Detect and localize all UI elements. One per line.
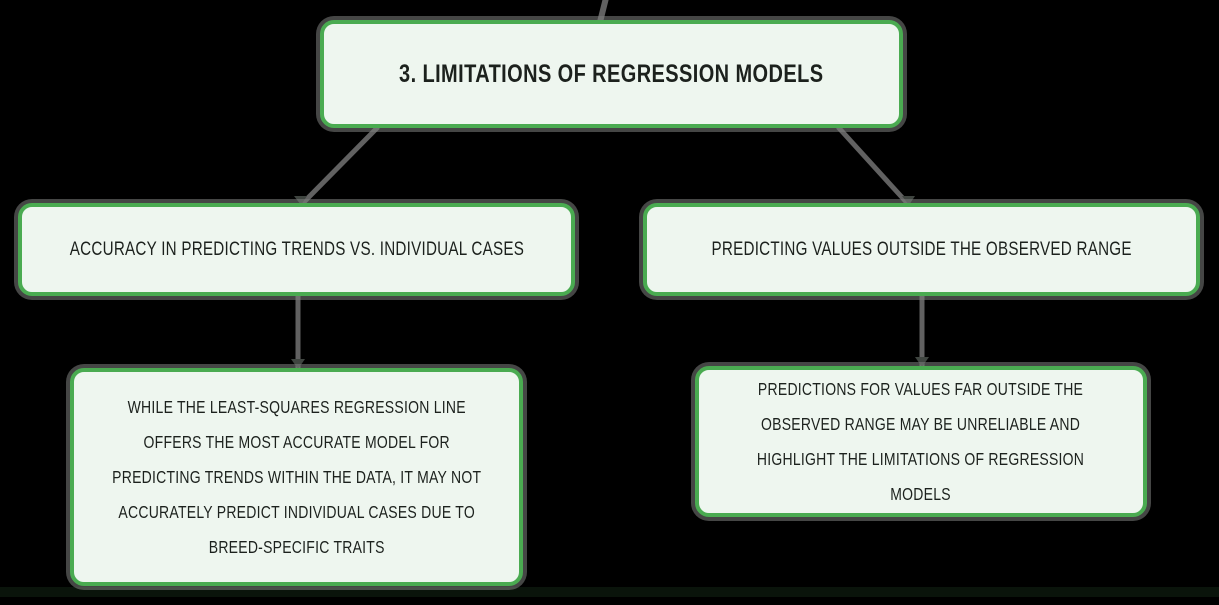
detail-line: MODELS xyxy=(890,483,952,504)
detail-text-outside-range: PREDICTIONS FOR VALUES FAR OUTSIDE THE O… xyxy=(757,372,1084,512)
detail-line: HIGHLIGHT THE LIMITATIONS OF REGRESSION xyxy=(757,448,1085,469)
root-node-title: 3. LIMITATIONS OF REGRESSION MODELS xyxy=(399,59,824,88)
node-detail-outside-range[interactable]: PREDICTIONS FOR VALUES FAR OUTSIDE THE O… xyxy=(695,366,1147,517)
connector-root-to-left-branch xyxy=(299,125,380,207)
node-branch-outside-range[interactable]: PREDICTING VALUES OUTSIDE THE OBSERVED R… xyxy=(643,203,1200,296)
node-detail-accuracy-trends[interactable]: WHILE THE LEAST-SQUARES REGRESSION LINE … xyxy=(70,368,523,586)
node-branch-accuracy-trends[interactable]: ACCURACY IN PREDICTING TRENDS VS. INDIVI… xyxy=(18,203,575,296)
branch-label-outside-range: PREDICTING VALUES OUTSIDE THE OBSERVED R… xyxy=(711,238,1132,260)
connector-root-to-right-branch xyxy=(836,125,911,207)
detail-line: PREDICTING TRENDS WITHIN THE DATA, IT MA… xyxy=(111,466,482,487)
detail-line: OFFERS THE MOST ACCURATE MODEL FOR xyxy=(143,431,450,452)
detail-line: ACCURATELY PREDICT INDIVIDUAL CASES DUE … xyxy=(118,501,475,522)
detail-line: WHILE THE LEAST-SQUARES REGRESSION LINE xyxy=(127,396,466,417)
connector-parent-stub xyxy=(597,0,609,23)
detail-line: PREDICTIONS FOR VALUES FAR OUTSIDE THE xyxy=(758,378,1084,399)
branch-label-accuracy-trends: ACCURACY IN PREDICTING TRENDS VS. INDIVI… xyxy=(69,238,524,260)
detail-text-accuracy-trends: WHILE THE LEAST-SQUARES REGRESSION LINE … xyxy=(112,390,481,565)
detail-line: OBSERVED RANGE MAY BE UNRELIABLE AND xyxy=(761,413,1081,434)
node-root-limitations[interactable]: 3. LIMITATIONS OF REGRESSION MODELS xyxy=(320,20,903,128)
detail-line: BREED-SPECIFIC TRAITS xyxy=(208,536,385,557)
bottom-shadow-strip xyxy=(0,587,1219,597)
